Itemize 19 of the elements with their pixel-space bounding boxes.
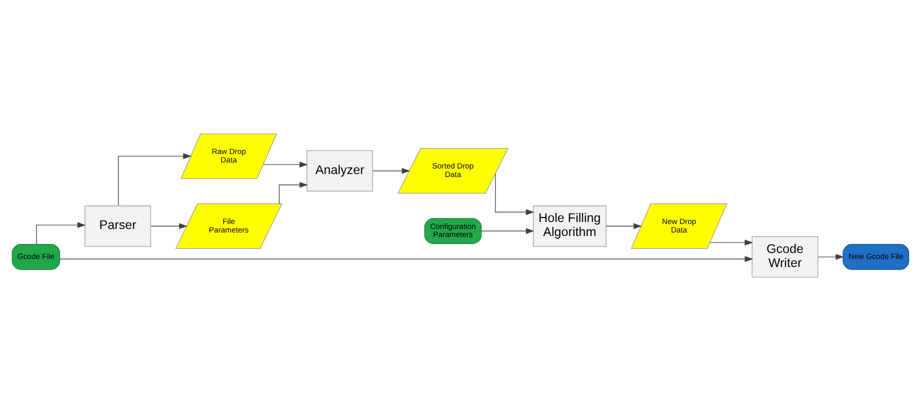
arrow — [495, 172, 534, 215]
arrow — [481, 228, 534, 234]
arrow — [150, 222, 188, 229]
arrow — [36, 222, 86, 244]
arrow — [710, 239, 754, 246]
node-box: Analyzer — [306, 150, 374, 191]
node-box: New Gcode File — [842, 243, 910, 270]
node-box: Hole Filling Algorithm — [532, 205, 606, 246]
arrow — [118, 152, 192, 206]
arrow — [818, 253, 844, 260]
arrow — [262, 161, 308, 168]
arrow — [59, 256, 754, 262]
arrow — [372, 167, 410, 174]
arrow — [278, 181, 308, 204]
node-box: Gcode File — [12, 243, 60, 270]
node-box: Gcode Writer — [752, 236, 818, 278]
node-box: Parser — [84, 205, 152, 246]
node-box: Configuration Parameters — [424, 218, 482, 244]
arrow — [606, 222, 642, 229]
